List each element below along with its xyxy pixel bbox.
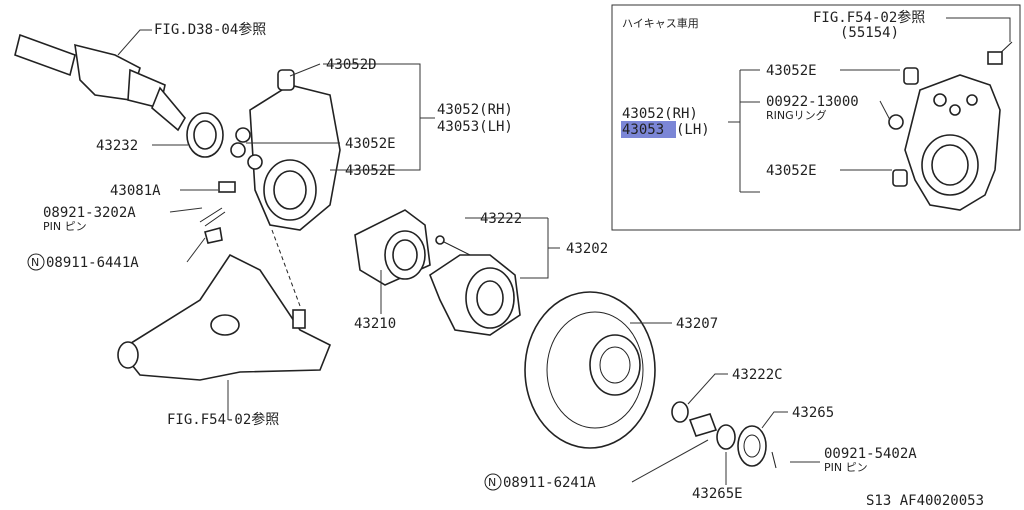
label-43052rh: 43052(RH) <box>437 102 513 118</box>
label-fig-f54: FIG.F54-02参照 <box>167 411 279 428</box>
label-43202: 43202 <box>566 241 608 257</box>
n-mark-1 <box>27 253 45 271</box>
label-43052d: 43052D <box>326 57 377 73</box>
n-mark-2 <box>484 473 502 491</box>
disc-rotor-drawing <box>524 291 656 449</box>
inset-frame <box>611 4 1021 231</box>
inset-highlight <box>621 121 676 138</box>
label-43222c: 43222C <box>732 367 783 383</box>
hub-drawing <box>429 235 521 336</box>
knuckle-drawing <box>199 69 341 244</box>
label-00921: 00921-5402A <box>824 446 917 462</box>
label-08921: 08921-3202A <box>43 205 136 221</box>
inset-part-55154: (55154) <box>840 25 899 41</box>
drive-shaft-drawing <box>14 33 224 158</box>
label-43053lh: 43053(LH) <box>437 119 513 135</box>
label-08911-6241: 08911-6241A <box>503 475 596 491</box>
label-43052e-2: 43052E <box>345 163 396 179</box>
inset-knuckle-drawing <box>888 41 1013 211</box>
inset-part-00922: 00922-13000 <box>766 94 859 110</box>
main-leaders <box>117 29 820 485</box>
inset-part-43053: 43053 <box>622 122 664 138</box>
label-fig-d38: FIG.D38-04参照 <box>154 21 266 38</box>
label-08911-6441: 08911-6441A <box>46 255 139 271</box>
hub-bearing-drawing <box>354 209 431 286</box>
label-43207: 43207 <box>676 316 718 332</box>
label-pin-1: PIN ピン <box>43 220 87 233</box>
inset-title: ハイキャス車用 <box>622 16 699 30</box>
label-43265e: 43265E <box>692 486 743 502</box>
label-43081a: 43081A <box>110 183 161 199</box>
label-43210: 43210 <box>354 316 396 332</box>
inset-part-43053-lh: (LH) <box>676 122 710 138</box>
inset-leaders <box>728 17 1011 193</box>
lower-arm-drawing <box>117 229 332 381</box>
n-mark-2-letter: N <box>488 476 496 489</box>
inset-part-43052e-bottom: 43052E <box>766 163 817 179</box>
label-43232: 43232 <box>96 138 138 154</box>
small-parts-drawing <box>671 401 777 469</box>
inset-ring-label: RINGリング <box>766 108 827 122</box>
label-43265: 43265 <box>792 405 834 421</box>
label-pin-2: PIN ピン <box>824 461 868 474</box>
label-43222: 43222 <box>480 211 522 227</box>
inset-part-43052rh: 43052(RH) <box>622 106 698 122</box>
footer-code: S13 AF40020053 <box>866 493 984 509</box>
label-43052e-1: 43052E <box>345 136 396 152</box>
n-mark-1-letter: N <box>31 256 39 269</box>
inset-fig-ref: FIG.F54-02参照 <box>813 9 925 26</box>
inset-part-43052e-top: 43052E <box>766 63 817 79</box>
